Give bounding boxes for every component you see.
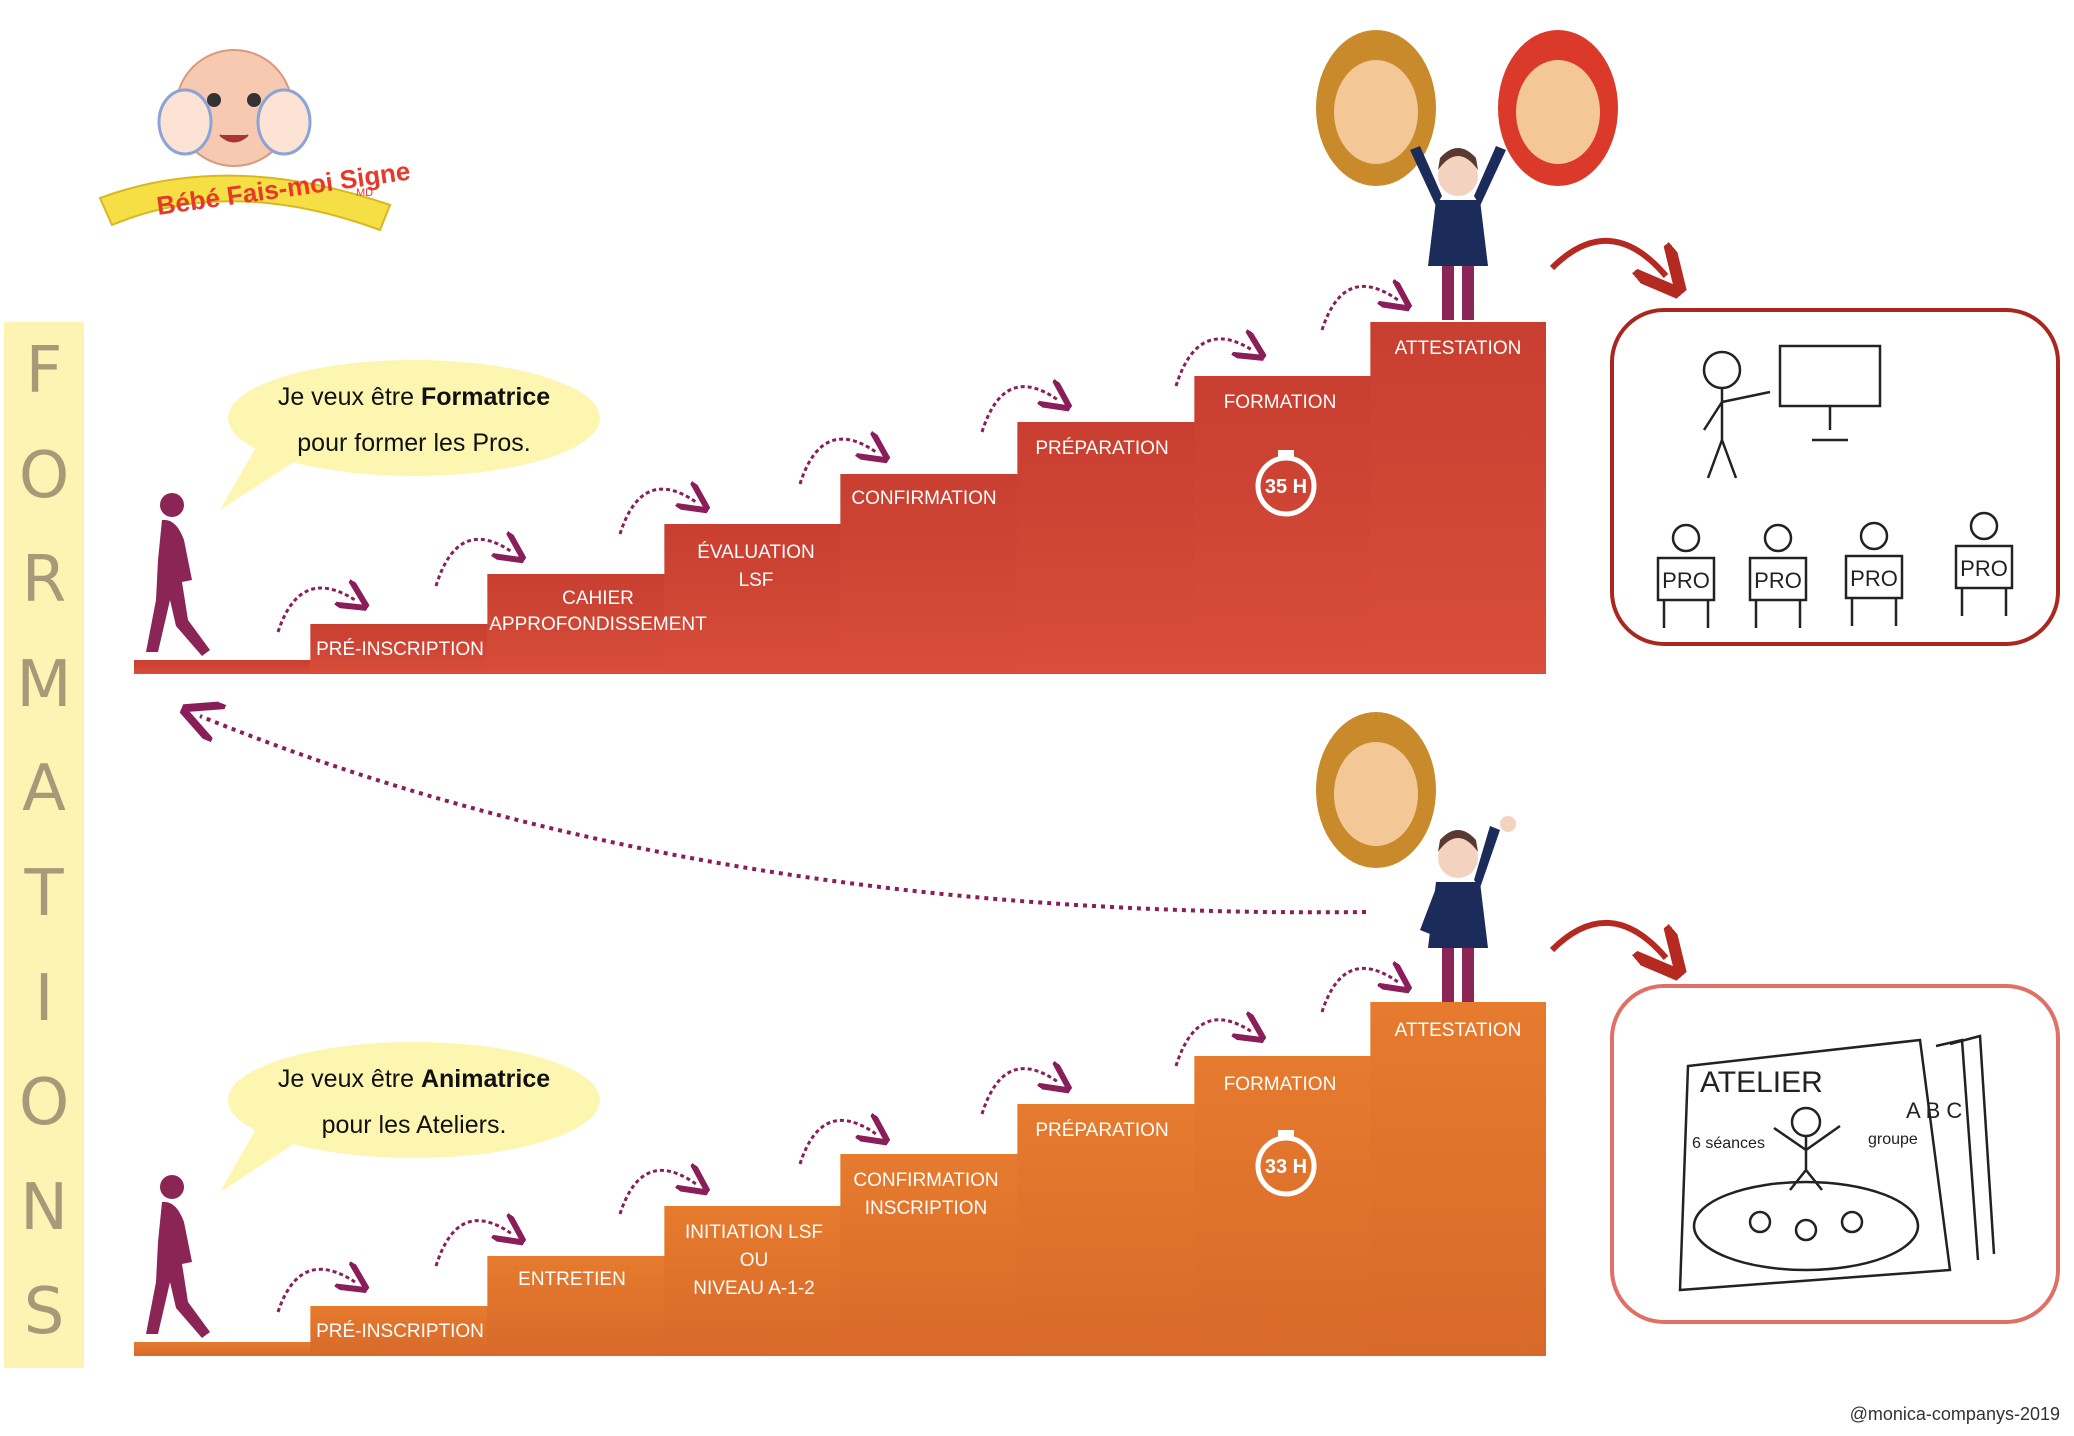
bottom-red-arrow (1549, 919, 1666, 958)
side-title-letter: S (23, 1275, 65, 1350)
top-step-3-line1: ÉVALUATION (697, 542, 815, 563)
side-title-letter: N (20, 1170, 68, 1245)
side-title-letter: R (21, 543, 67, 618)
top-step-1: PRÉ-INSCRIPTION (316, 639, 484, 660)
left-hand-icon (157, 88, 213, 156)
side-title-letter: A (22, 752, 66, 827)
top-illustration-box (1610, 308, 2060, 646)
top-step-5: PRÉPARATION (1035, 438, 1168, 459)
atelier-note-left: 6 séances (1692, 1135, 1765, 1152)
return-dotted-arrow (200, 716, 1367, 915)
bottom-step-1: PRÉ-INSCRIPTION (316, 1321, 484, 1342)
woman-celebrating-icon (1420, 816, 1516, 1002)
atelier-letters: A B C (1906, 1098, 1962, 1123)
atelier-note-right: groupe (1868, 1131, 1918, 1148)
bottom-step-5: PRÉPARATION (1035, 1120, 1168, 1141)
top-red-arrow (1549, 237, 1666, 276)
speech-animatrice-line2: pour les Ateliers. (322, 1111, 507, 1139)
walking-woman-icon (146, 493, 210, 656)
logo (98, 49, 392, 232)
pro-label-2: PRO (1754, 568, 1802, 593)
top-step-4: CONFIRMATION (851, 488, 996, 509)
woman-celebrating-icon (1410, 146, 1506, 320)
pro-label-1: PRO (1662, 568, 1710, 593)
bottom-step-3-line2: OU (740, 1250, 769, 1271)
stopwatch-icon (1255, 1130, 1317, 1197)
top-step-6: FORMATION (1224, 392, 1337, 413)
bottom-step-4-line2: INSCRIPTION (865, 1198, 987, 1219)
walking-woman-icon (146, 1175, 210, 1338)
bottom-timer-label: 33 H (1265, 1156, 1307, 1178)
bottom-step-2: ENTRETIEN (518, 1269, 626, 1290)
side-title-letter: O (18, 438, 70, 513)
bottom-step-7: ATTESTATION (1395, 1020, 1522, 1041)
side-title-letter: T (24, 857, 64, 931)
speech-animatrice-line1: Je veux être Animatrice (278, 1065, 550, 1093)
top-timer-label: 35 H (1265, 476, 1307, 498)
top-hop-arrows (276, 286, 1398, 633)
side-title-letter: I (34, 961, 54, 1036)
side-title-letter: M (16, 647, 72, 722)
pro-desks: PRO PRO PRO PRO (1656, 511, 2014, 628)
top-step-2-line1: CAHIER (562, 588, 634, 609)
bottom-step-4-line1: CONFIRMATION (853, 1170, 998, 1191)
bottom-staircase (134, 1002, 1546, 1356)
speech-formatrice-line1: Je veux être Formatrice (278, 383, 550, 411)
logo-sup: MD (356, 187, 373, 199)
atelier-sketch (1678, 1034, 1996, 1292)
bottom-step-3-line3: NIVEAU A-1-2 (693, 1278, 814, 1299)
pro-label-3: PRO (1850, 566, 1898, 591)
bottom-illustration-box (1610, 984, 2060, 1324)
bottom-hop-arrows (276, 968, 1398, 1313)
logo-banner (98, 174, 392, 232)
formations-side-bar (4, 322, 84, 1368)
right-hand-icon (256, 88, 312, 156)
top-step-2-line2: APPROFONDISSEMENT (489, 614, 707, 635)
side-title-letter: O (18, 1066, 70, 1141)
bottom-step-3-line1: INITIATION LSF (685, 1222, 823, 1243)
speech-formatrice-line2: pour former les Pros. (297, 429, 530, 457)
top-step-3-line2: LSF (739, 570, 774, 591)
teacher-sketch-icon (1702, 344, 1882, 479)
top-badges (1316, 30, 1618, 186)
side-title-letter: F (25, 334, 63, 408)
bottom-step-6: FORMATION (1224, 1074, 1337, 1095)
pro-label-4: PRO (1960, 556, 2008, 581)
top-staircase (134, 322, 1546, 674)
atelier-title: ATELIER (1700, 1066, 1823, 1099)
stopwatch-icon (1255, 450, 1317, 517)
bottom-badge (1316, 712, 1436, 868)
top-step-7: ATTESTATION (1395, 338, 1522, 359)
copyright: @monica-companys-2019 (1849, 1404, 2060, 1424)
speech-bubble-animatrice (220, 1042, 600, 1192)
speech-bubble-formatrice (220, 360, 600, 510)
